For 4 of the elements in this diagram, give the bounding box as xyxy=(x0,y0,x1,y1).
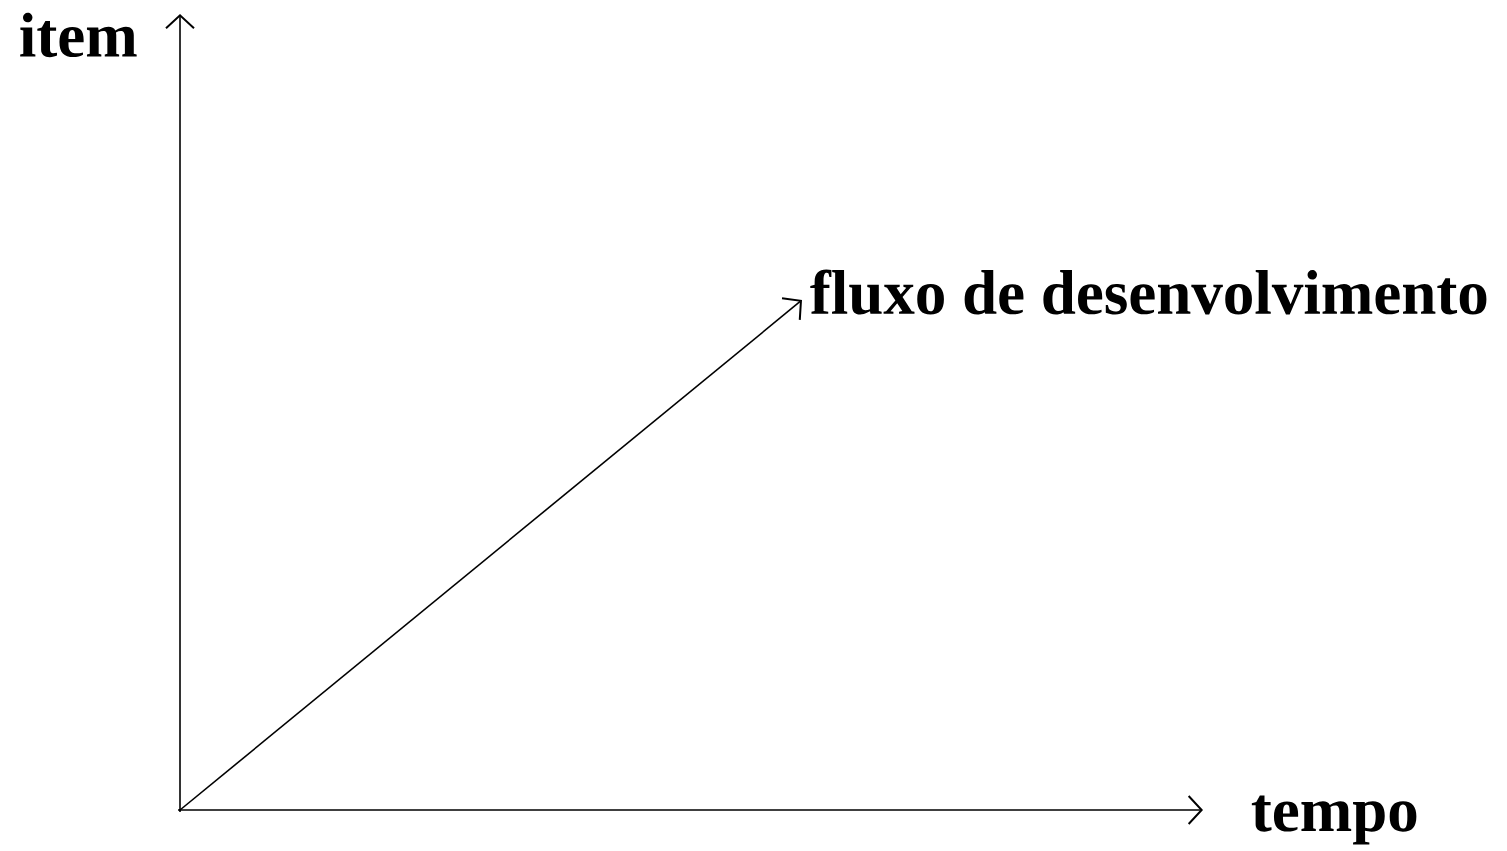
axis-label: item xyxy=(20,12,137,58)
arrow-label: fluxo de desenvolvimento xyxy=(810,269,1487,315)
axis-label: tempo xyxy=(1251,795,1417,845)
arrow xyxy=(179,297,802,811)
